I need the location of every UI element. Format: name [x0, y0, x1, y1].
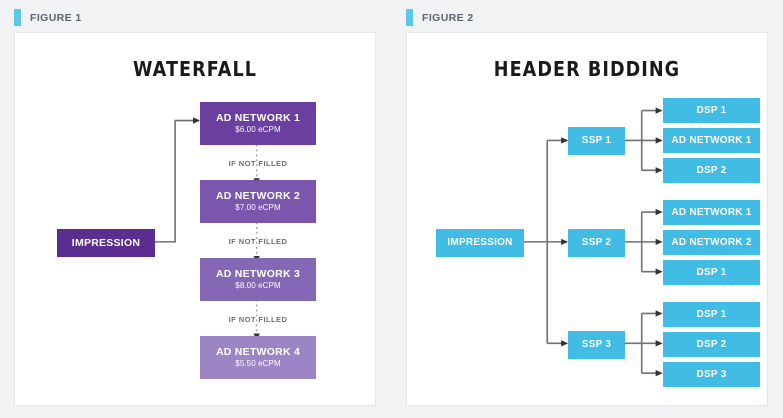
accent-bar-icon — [14, 9, 21, 26]
ad-network-3-label: AD NETWORK 3 — [215, 268, 301, 281]
ssp-1-label: SSP 1 — [581, 135, 612, 147]
figure-1-column: FIGURE 1 WATERFALL IMPRESSIO — [0, 0, 391, 418]
bidder-node[interactable]: DSP 1 — [663, 98, 760, 123]
bidder-node[interactable]: DSP 3 — [663, 362, 760, 387]
impression-node[interactable]: IMPRESSION — [436, 229, 524, 257]
header-bidding-title: HEADER BIDDING — [493, 57, 681, 81]
bidder-label: AD NETWORK 2 — [671, 236, 752, 248]
bidder-label: DSP 1 — [696, 308, 727, 320]
if-not-filled-label-3: IF NOT FILLED — [228, 315, 288, 324]
bidder-label: DSP 2 — [696, 338, 727, 350]
impression-label: IMPRESSION — [447, 237, 513, 249]
bidder-node[interactable]: AD NETWORK 1 — [663, 200, 760, 225]
ad-network-1-value: $6.00 eCPM — [235, 125, 281, 135]
bidder-label: DSP 3 — [696, 368, 727, 380]
ad-network-2-node[interactable]: AD NETWORK 2 $7.00 eCPM — [200, 180, 316, 223]
bidder-label: DSP 1 — [696, 266, 727, 278]
accent-bar-icon — [406, 9, 413, 26]
if-not-filled-label-1: IF NOT FILLED — [228, 159, 288, 168]
if-not-filled-label-2: IF NOT FILLED — [228, 237, 288, 246]
figure-1-label: FIGURE 1 — [30, 11, 82, 24]
ad-network-1-label: AD NETWORK 1 — [215, 112, 301, 125]
ad-network-4-node[interactable]: AD NETWORK 4 $5.50 eCPM — [200, 336, 316, 379]
impression-label: IMPRESSION — [71, 236, 141, 249]
figure-1-panel: WATERFALL IMPRESSION — [14, 32, 376, 406]
figure-2-column: FIGURE 2 HEADER BIDDING — [392, 0, 783, 418]
figure-2-panel: HEADER BIDDING — [406, 32, 768, 406]
waterfall-title: WATERFALL — [132, 57, 258, 81]
figure-1-connectors — [154, 117, 260, 341]
ad-network-1-node[interactable]: AD NETWORK 1 $6.00 eCPM — [200, 102, 316, 145]
bidder-label: DSP 2 — [696, 164, 727, 176]
ad-network-2-value: $7.00 eCPM — [235, 203, 281, 213]
ad-network-3-node[interactable]: AD NETWORK 3 $8.00 eCPM — [200, 258, 316, 301]
bidder-label: AD NETWORK 1 — [671, 206, 752, 218]
bidder-label: AD NETWORK 1 — [671, 134, 752, 146]
ad-network-2-label: AD NETWORK 2 — [215, 190, 301, 203]
ssp-3-node[interactable]: SSP 3 — [568, 331, 625, 359]
bidder-label: DSP 1 — [696, 104, 727, 116]
ad-network-4-value: $5.50 eCPM — [235, 359, 281, 369]
bidder-node[interactable]: DSP 1 — [663, 260, 760, 285]
ssp-2-label: SSP 2 — [581, 237, 612, 249]
bidder-node[interactable]: DSP 2 — [663, 332, 760, 357]
figure-2-caption: FIGURE 2 — [406, 9, 474, 26]
connector-impression-to-network-1 — [154, 117, 200, 243]
figure-1-caption: FIGURE 1 — [14, 9, 82, 26]
figure-2-label: FIGURE 2 — [422, 11, 474, 24]
bidder-node[interactable]: AD NETWORK 1 — [663, 128, 760, 153]
ssp-3-label: SSP 3 — [581, 339, 612, 351]
ad-network-4-label: AD NETWORK 4 — [215, 346, 301, 359]
bidder-node[interactable]: DSP 2 — [663, 158, 760, 183]
impression-node[interactable]: IMPRESSION — [57, 229, 155, 257]
ssp-2-node[interactable]: SSP 2 — [568, 229, 625, 257]
ad-network-3-value: $8.00 eCPM — [235, 281, 281, 291]
bidder-node[interactable]: DSP 1 — [663, 302, 760, 327]
bidder-node[interactable]: AD NETWORK 2 — [663, 230, 760, 255]
ssp-1-node[interactable]: SSP 1 — [568, 127, 625, 155]
